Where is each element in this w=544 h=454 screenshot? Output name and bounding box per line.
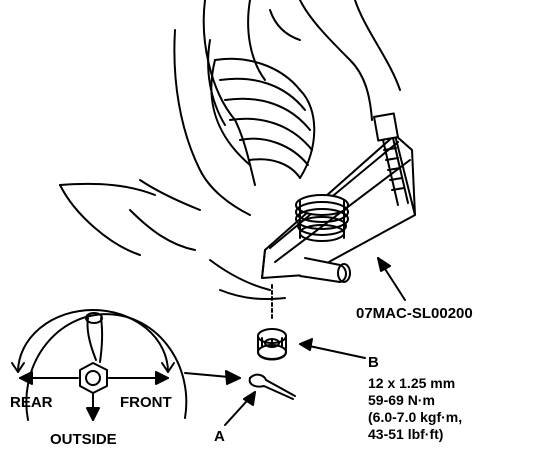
- torque-spec-line: (6.0-7.0 kgf·m,: [368, 409, 463, 425]
- arrow-to-tool: [377, 257, 406, 301]
- inset-detail: [11, 309, 188, 421]
- torque-spec-line: 12 x 1.25 mm: [368, 375, 456, 391]
- arrow-to-a: [224, 391, 256, 426]
- inset-arc-inner: [17, 309, 169, 373]
- castle-nut-b: [257, 328, 287, 361]
- arrow-to-b: [299, 338, 366, 359]
- inset-arrow: [184, 370, 241, 385]
- tool-number-label: 07MAC-SL00200: [356, 305, 473, 322]
- cv-boot: [210, 57, 316, 179]
- part-b-label: B: [368, 354, 379, 371]
- inset-outside-label: OUTSIDE: [50, 431, 117, 448]
- inset-nut: [79, 362, 108, 394]
- torque-spec-line: 59-69 N·m: [368, 392, 435, 408]
- inset-front-label: FRONT: [120, 394, 172, 411]
- knuckle-outline: [59, 0, 401, 301]
- inset-rear-label: REAR: [10, 394, 53, 411]
- part-a-label: A: [214, 428, 225, 445]
- torque-spec-line: 43-51 lbf·ft): [368, 426, 444, 442]
- cotter-pin-a: [248, 373, 296, 400]
- ball-joint-stud: [295, 194, 349, 242]
